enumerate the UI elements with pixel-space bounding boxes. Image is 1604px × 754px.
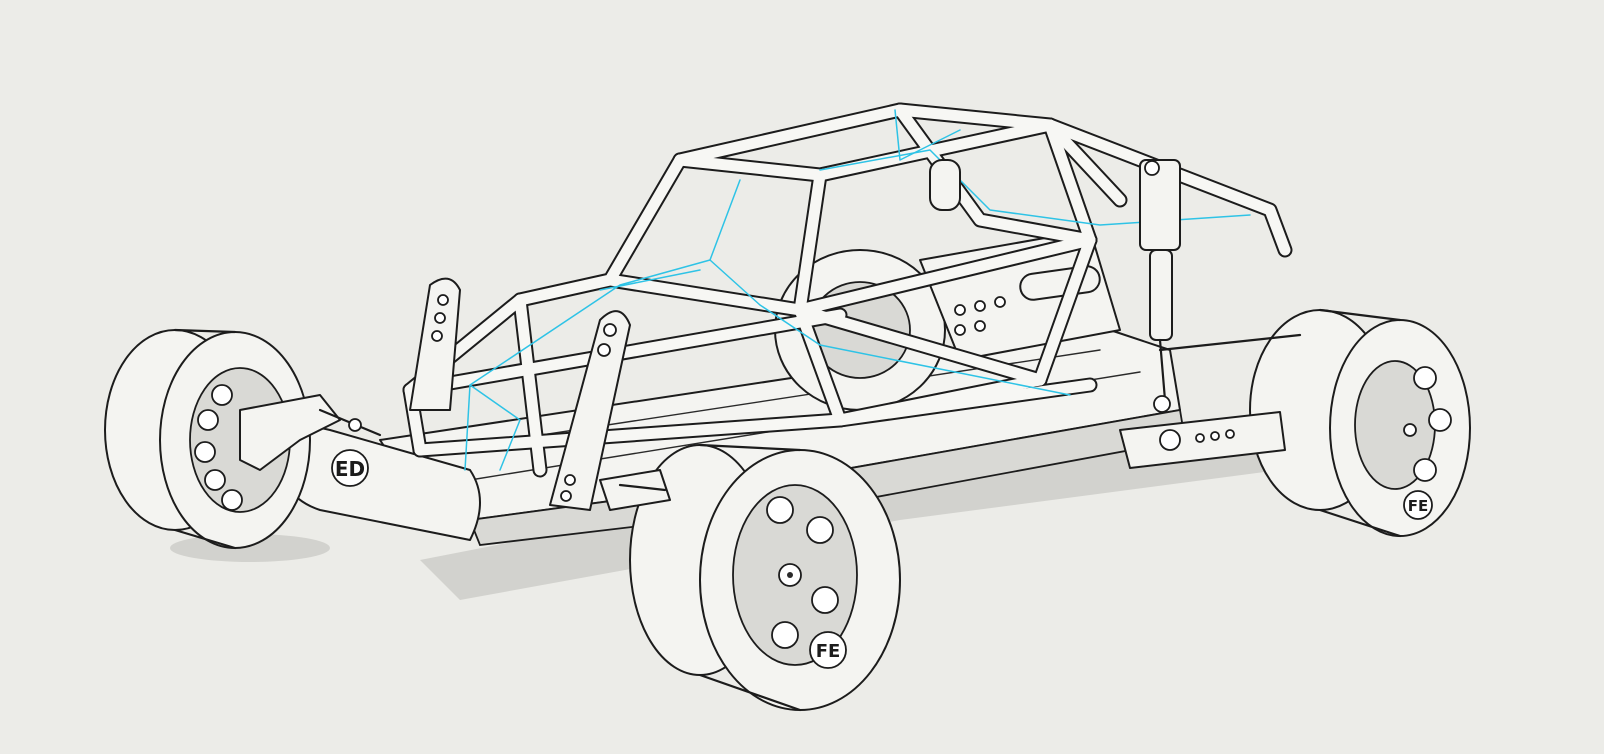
front-shock-tower-left xyxy=(409,277,461,411)
front-right-wheel: FE xyxy=(599,443,901,712)
rear-shock xyxy=(929,159,1181,413)
rear-suspension-arm xyxy=(1119,333,1302,469)
front-shock-tower-right xyxy=(549,310,631,511)
stamp-text-rear-left: ED xyxy=(335,457,365,481)
front-left-wheel xyxy=(104,328,382,550)
wheel-stamp-front-right: FE xyxy=(809,631,847,669)
stamp-text-front-right: FE xyxy=(816,641,841,662)
stamp-text-rear-right: FE xyxy=(1408,497,1429,515)
roll-cage xyxy=(402,102,1293,478)
front-bumper: ED xyxy=(278,426,481,541)
wheel-stamp-left: ED xyxy=(331,449,369,487)
rear-right-wheel: FE xyxy=(1249,308,1471,538)
wheel-stamp-rear-right: FE xyxy=(1403,490,1433,520)
